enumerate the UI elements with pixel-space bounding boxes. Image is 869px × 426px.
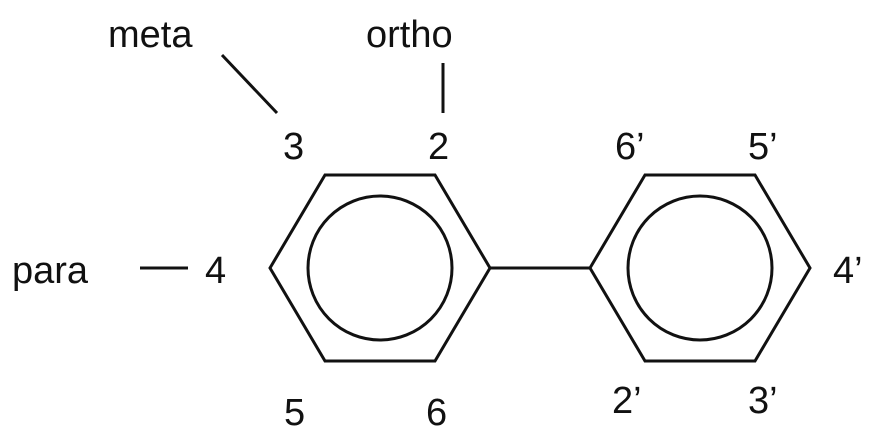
left-aromatic-circle	[306, 194, 454, 342]
right-aromatic-circle	[626, 194, 774, 342]
position-5-prime-label: 5’	[748, 126, 778, 168]
position-3-label: 3	[283, 126, 305, 168]
position-2-label: 2	[428, 126, 450, 168]
meta-label: meta	[108, 14, 193, 56]
ortho-label: ortho	[366, 14, 453, 56]
para-label: para	[12, 250, 89, 292]
meta-leader-line	[220, 53, 279, 115]
left-benzene-ring	[268, 173, 492, 363]
position-3-prime-label: 3’	[748, 380, 778, 422]
position-6-label: 6	[426, 392, 448, 426]
position-6-prime-label: 6’	[615, 126, 645, 168]
position-2-prime-label: 2’	[612, 380, 642, 422]
position-5-label: 5	[284, 392, 306, 426]
position-4-prime-label: 4’	[833, 250, 863, 292]
right-benzene-ring	[588, 173, 812, 363]
position-4-label: 4	[205, 250, 227, 292]
